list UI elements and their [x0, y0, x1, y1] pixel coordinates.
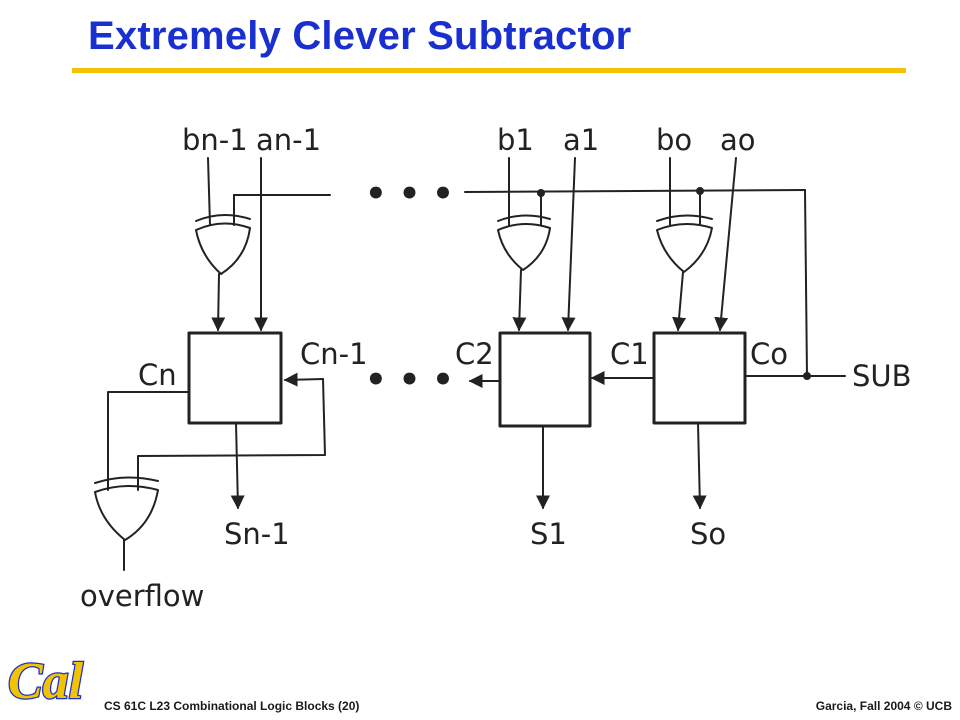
xor-gate-n1-arc — [195, 214, 251, 222]
label-b1: b1 — [497, 123, 534, 157]
wire-a1 — [561, 157, 576, 332]
sub-bus-vertical — [804, 189, 808, 377]
sub-bus-top-right — [464, 189, 806, 193]
footer-credit: Garcia, Fall 2004 © UCB — [815, 699, 952, 713]
wire-bn1 — [207, 157, 211, 226]
xor-gate-n1 — [195, 222, 251, 275]
label-c1: C1 — [610, 337, 649, 371]
xor-gate-1 — [497, 223, 551, 271]
xor-gate-1-arc — [497, 214, 551, 222]
title-rule — [72, 68, 906, 73]
label-an1: an-1 — [256, 123, 321, 157]
wire-s0 — [692, 422, 707, 510]
label-s0: So — [690, 517, 726, 551]
junction-dot-3 — [803, 372, 811, 380]
wire-xor1-to-adder — [512, 269, 527, 332]
ellipsis-middle: • • • — [365, 360, 454, 400]
label-a0: ao — [720, 123, 756, 157]
slide-title: Extremely Clever Subtractor — [88, 14, 632, 58]
label-c0: Co — [750, 337, 788, 371]
ellipsis-top: • • • — [365, 174, 454, 214]
xor-gate-0 — [656, 223, 713, 273]
label-sub: SUB — [852, 359, 912, 393]
label-cn1: Cn-1 — [300, 337, 368, 371]
label-cn: Cn — [138, 358, 177, 392]
label-a1: a1 — [563, 123, 599, 157]
xor-gate-0-arc — [656, 214, 713, 222]
wire-cn-out — [107, 391, 190, 491]
adder-0 — [652, 331, 747, 425]
xor-gate-overflow — [94, 484, 159, 541]
cal-logo-text: Cal — [8, 653, 84, 710]
label-b0: bo — [656, 123, 692, 157]
cal-logo: Cal — [7, 652, 85, 710]
label-sn1: Sn-1 — [224, 517, 290, 551]
adder-n1 — [187, 331, 283, 425]
wire-cn1-in — [283, 372, 324, 387]
adder-1 — [498, 331, 592, 428]
wire-cn1-loop — [137, 378, 326, 491]
wire-xor-n1-to-adder — [211, 273, 226, 332]
label-s1: S1 — [530, 517, 567, 551]
wire-xor0-to-adder — [672, 271, 687, 332]
wire-a0 — [714, 157, 737, 332]
label-bn1: bn-1 — [182, 123, 248, 157]
footer-course: CS 61C L23 Combinational Logic Blocks (2… — [104, 699, 360, 713]
label-overflow: overflow — [80, 579, 204, 613]
xor-gate-overflow-arc — [94, 476, 159, 484]
label-c2: C2 — [455, 337, 494, 371]
wire-sn1 — [230, 422, 245, 510]
